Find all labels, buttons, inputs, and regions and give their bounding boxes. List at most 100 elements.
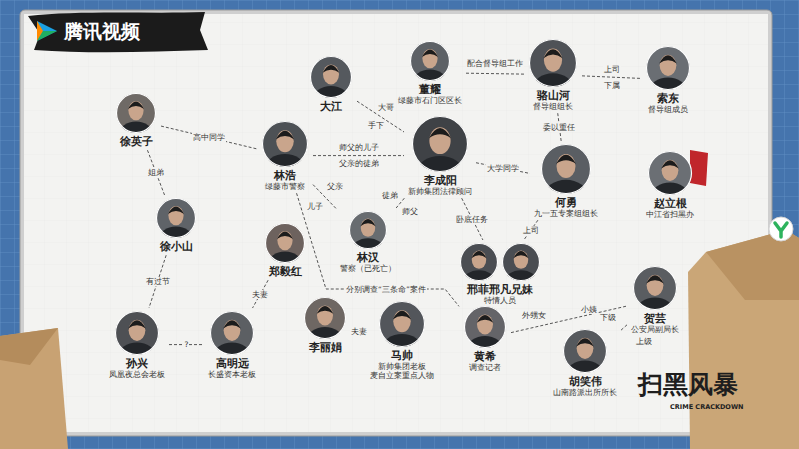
relation-label: 委以重任 (542, 123, 576, 132)
label-holder: ? (184, 340, 190, 349)
whiteboard (24, 14, 768, 432)
character-card: 李丽娟 (301, 296, 349, 354)
character-card: 邢菲邢凡兄妹特情人员 (457, 242, 543, 305)
portrait (209, 310, 255, 356)
envelope (0, 328, 68, 449)
flag (690, 150, 708, 186)
character-card: 索东督导组成员 (643, 45, 693, 114)
relation-label: 夫妻 (350, 327, 368, 336)
relation-label: 上司 (522, 226, 540, 235)
character-name: 李成阳 (408, 174, 472, 187)
character-card: 高明远长盛资本老板 (206, 310, 258, 379)
character-role: 新帅集团法律顾问 (408, 187, 472, 196)
character-name: 孙兴 (109, 357, 165, 370)
label-holder: 儿子 (306, 202, 324, 211)
envelope-flap (0, 328, 58, 365)
portrait (647, 150, 693, 196)
label-holder: 师父 (401, 207, 419, 216)
relation-label: 上级 (635, 337, 653, 346)
envelope (688, 230, 799, 449)
label-holder: 下级 (599, 313, 617, 322)
relation-label: 分别调查“三条命”案件 (345, 285, 427, 294)
relation-label: 下级 (599, 313, 617, 322)
label-holder: 上司 (522, 226, 540, 235)
relation-label: 卧底任务 (455, 215, 489, 224)
label-holder: 有过节 (145, 277, 171, 286)
relation-line (511, 306, 627, 333)
character-card: 骆山河督导组组长 (526, 38, 580, 111)
character-name: 林浩 (261, 169, 309, 182)
portrait (411, 115, 469, 173)
label-holder: 大学同学 (486, 164, 520, 173)
character-card: 孙兴凤凰夜总会老板 (107, 310, 167, 379)
label-holder: 父亲的徒弟 (338, 159, 380, 168)
character-card: 贺芸公安局副局长 (629, 265, 681, 334)
relation-line (476, 163, 530, 174)
portrait (540, 143, 592, 195)
character-card: 黄希调查记者 (461, 305, 509, 372)
portrait (463, 305, 507, 349)
relation-line (297, 193, 459, 306)
relation-label: 下属 (603, 81, 621, 90)
character-role: 特情人员 (459, 296, 541, 305)
brand-icon (37, 21, 57, 41)
label-holder: 委以重任 (542, 123, 576, 132)
character-role: 山南路派出所所长 (553, 388, 617, 397)
relation-label: 夫妻 (251, 290, 269, 299)
character-role: 新帅集团老板 (370, 362, 434, 371)
character-role: 督导组成员 (645, 105, 691, 114)
character-card: 郑毅红 (262, 222, 308, 278)
portrait (378, 300, 426, 348)
character-role: 绿藤市石门区区长 (398, 96, 462, 105)
relation-line (466, 73, 524, 75)
character-card: 赵立根中江省扫黑办 (644, 150, 696, 219)
portrait (645, 45, 691, 91)
brush-stroke (28, 12, 208, 52)
character-name: 高明远 (208, 357, 256, 370)
app-icon (769, 217, 793, 241)
character-name: 郑毅红 (264, 265, 306, 278)
character-role: 督导组组长 (528, 102, 578, 111)
relation-label: 小姨 (580, 305, 598, 314)
relation-label: 儿子 (306, 202, 324, 211)
character-card: 林汉警察（已死亡） (338, 210, 398, 273)
relation-label: 父亲的徒弟 (338, 159, 380, 168)
character-name: 邢菲邢凡兄妹 (459, 283, 541, 296)
show-logo: 扫黑风暴 (638, 370, 738, 400)
character-role: 九一五专案组组长 (534, 209, 598, 218)
character-role: 调查记者 (463, 363, 507, 372)
portrait (303, 296, 347, 340)
relation-label: 徒弟 (381, 191, 399, 200)
relation-label: 上司 (603, 65, 621, 74)
relation-line (313, 155, 404, 156)
relation-label: 高中同学 (192, 133, 226, 142)
brand-name: 腾讯视频 (64, 20, 140, 43)
character-name: 徐小山 (155, 240, 197, 253)
relation-label: 配合督导组工作 (466, 59, 524, 68)
character-card: 何勇九一五专案组组长 (532, 143, 600, 218)
label-holder: 卧底任务 (455, 215, 489, 224)
character-card: 徐英子 (113, 92, 159, 148)
label-holder: 扫黑风暴 (638, 370, 738, 400)
relation-label: 师父 (401, 207, 419, 216)
character-role: 绿藤市警察 (261, 182, 309, 191)
character-card: 林浩绿藤市警察 (259, 120, 311, 191)
label-holder: 上级 (635, 337, 653, 346)
relation-label: 师父的儿子 (338, 143, 380, 152)
label-holder: 师父的儿子 (338, 143, 380, 152)
relation-label: 父亲 (326, 182, 344, 191)
label-holder: 高中同学 (192, 133, 226, 142)
character-role: 警察（已死亡） (340, 264, 396, 273)
character-card: 李成阳新帅集团法律顾问 (406, 115, 474, 196)
relation-line (621, 325, 627, 330)
label-holder: 下属 (603, 81, 621, 90)
character-name: 大江 (309, 100, 353, 113)
portrait (528, 38, 578, 88)
portrait (309, 55, 353, 99)
portrait (348, 210, 388, 250)
label-holder: 上司 (603, 65, 621, 74)
board-frame (20, 10, 772, 436)
label-holder: 父亲 (326, 182, 344, 191)
portrait (115, 92, 157, 134)
